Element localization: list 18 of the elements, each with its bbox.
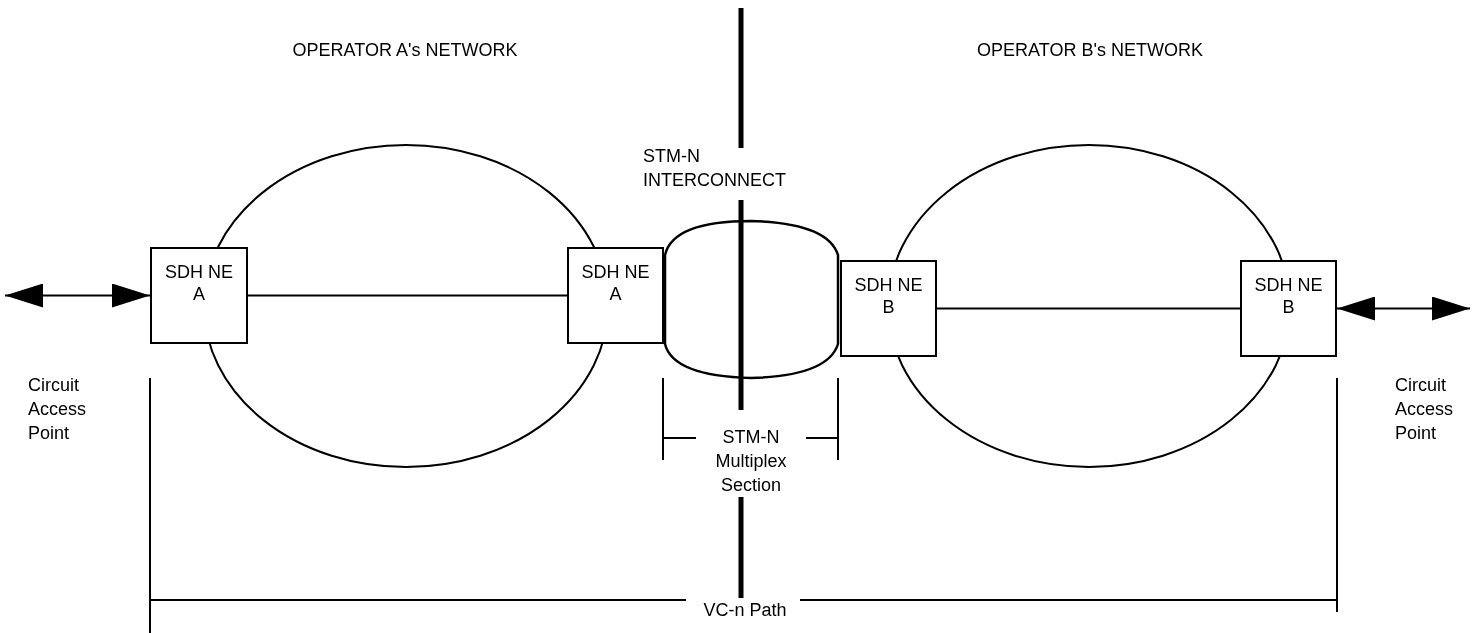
network-element-label: SDH NE A bbox=[580, 261, 651, 305]
text-label: OPERATOR A's NETWORK bbox=[291, 39, 519, 62]
network-element-label: SDH NE B bbox=[1253, 274, 1324, 318]
double-arrow bbox=[1336, 296, 1471, 321]
interconnect-shape bbox=[663, 219, 840, 380]
network-element-box bbox=[150, 247, 248, 344]
network-element-label: SDH NE A bbox=[164, 261, 234, 305]
text-label: Circuit Access Point bbox=[1395, 374, 1455, 445]
text-label: STM-N INTERCONNECT bbox=[643, 145, 787, 192]
connector-line bbox=[247, 294, 568, 297]
double-arrow bbox=[4, 283, 151, 308]
network-element-box bbox=[1240, 260, 1337, 357]
connector-line bbox=[936, 307, 1241, 310]
network-element-box bbox=[840, 260, 937, 357]
network-element-label: SDH NE B bbox=[853, 274, 924, 318]
network-element-box bbox=[567, 247, 664, 344]
text-label: Circuit Access Point bbox=[28, 374, 88, 445]
text-label: OPERATOR B's NETWORK bbox=[976, 39, 1204, 62]
